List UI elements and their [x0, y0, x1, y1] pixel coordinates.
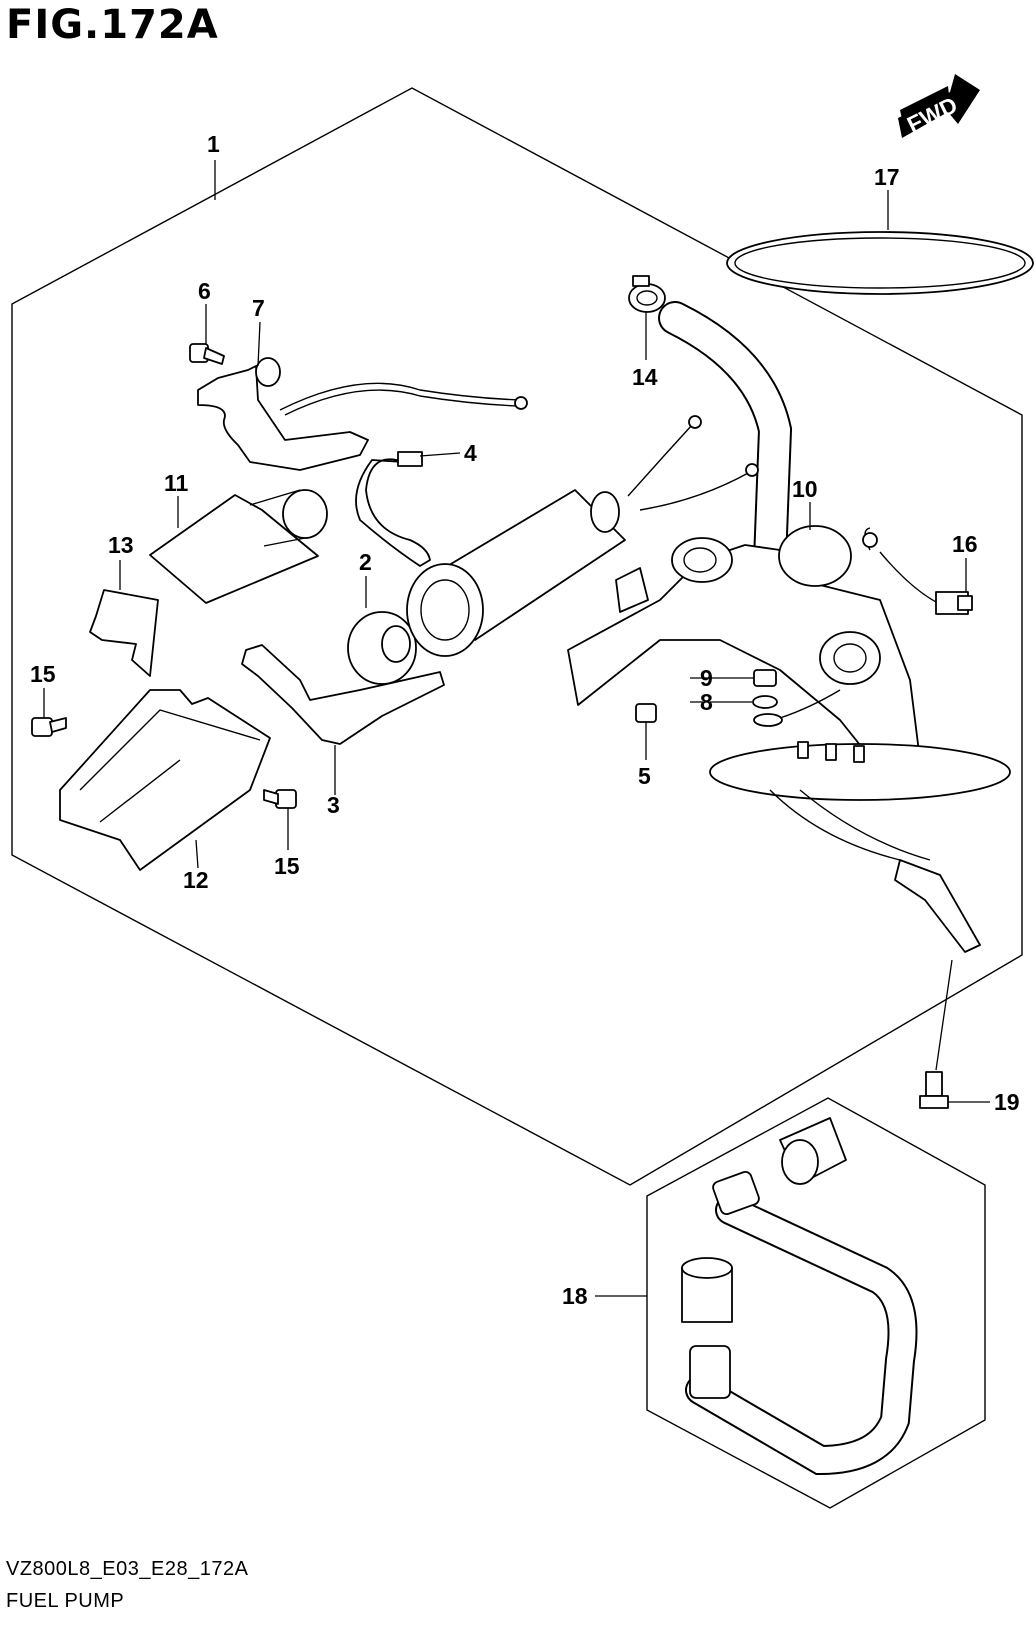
callout-labels: 1 2 3 4 5 6 7 8 9 10 11 12 13 14 15 15 1…	[30, 131, 1020, 1309]
pump-cushion-part	[347, 611, 417, 685]
callout-15-left: 15	[30, 661, 56, 687]
bolt-part-15-left	[31, 717, 67, 737]
quick-joint-hose	[685, 1170, 918, 1476]
hose-coupler-middle	[681, 1257, 733, 1323]
nut-part-9	[753, 669, 777, 687]
callout-19: 19	[994, 1089, 1020, 1115]
pump-clamp-band-part	[355, 451, 431, 567]
pump-base-plate	[709, 741, 1011, 953]
callout-8: 8	[700, 689, 713, 715]
callout-9: 9	[700, 665, 713, 691]
callout-2: 2	[359, 549, 372, 575]
callout-3: 3	[327, 792, 340, 818]
callout-18: 18	[562, 1283, 588, 1309]
callout-10: 10	[792, 476, 818, 502]
callout-15-right: 15	[274, 853, 300, 879]
callout-7: 7	[252, 295, 265, 321]
fuel-filter-part	[149, 489, 328, 604]
filter-cover-part	[59, 689, 271, 871]
callout-6: 6	[198, 278, 211, 304]
figure-title: FIG.172A	[6, 2, 219, 48]
callout-16: 16	[952, 531, 978, 557]
model-code: VZ800L8_E03_E28_172A	[6, 1558, 249, 1580]
cushion-plate-part	[89, 589, 159, 677]
bolt-part-19	[919, 1071, 949, 1109]
bolt-part-15-right	[263, 789, 297, 809]
callout-11: 11	[164, 470, 189, 496]
pressure-regulator-part	[778, 525, 956, 685]
ground-terminal	[753, 689, 841, 727]
screw-part-5	[635, 703, 657, 723]
washer-part-8	[752, 695, 778, 709]
callout-leader-lines	[43, 160, 990, 1297]
callout-13: 13	[108, 532, 134, 558]
callout-1: 1	[207, 131, 220, 157]
hose-coupler-top	[779, 1117, 847, 1185]
assembly-boundary-frame	[11, 87, 1023, 1186]
pump-bracket-part	[241, 644, 445, 745]
pump-frame-part	[567, 537, 921, 771]
callout-12: 12	[183, 867, 209, 893]
hose-clamp-part	[628, 275, 666, 313]
gasket-ring-part	[726, 231, 1034, 295]
fuel-pump-motor	[406, 415, 759, 657]
fwd-arrow-icon: FWD	[898, 74, 980, 138]
callout-5: 5	[638, 763, 651, 789]
diagram-name: FUEL PUMP	[6, 1590, 125, 1612]
wire-connector-part	[935, 591, 973, 615]
hose-kit-boundary-frame	[646, 1097, 986, 1509]
callout-17: 17	[874, 164, 900, 190]
screw-part-6	[189, 343, 225, 365]
callout-14: 14	[632, 364, 658, 390]
callout-4: 4	[464, 440, 477, 466]
bracket-with-wire-part	[197, 357, 528, 471]
